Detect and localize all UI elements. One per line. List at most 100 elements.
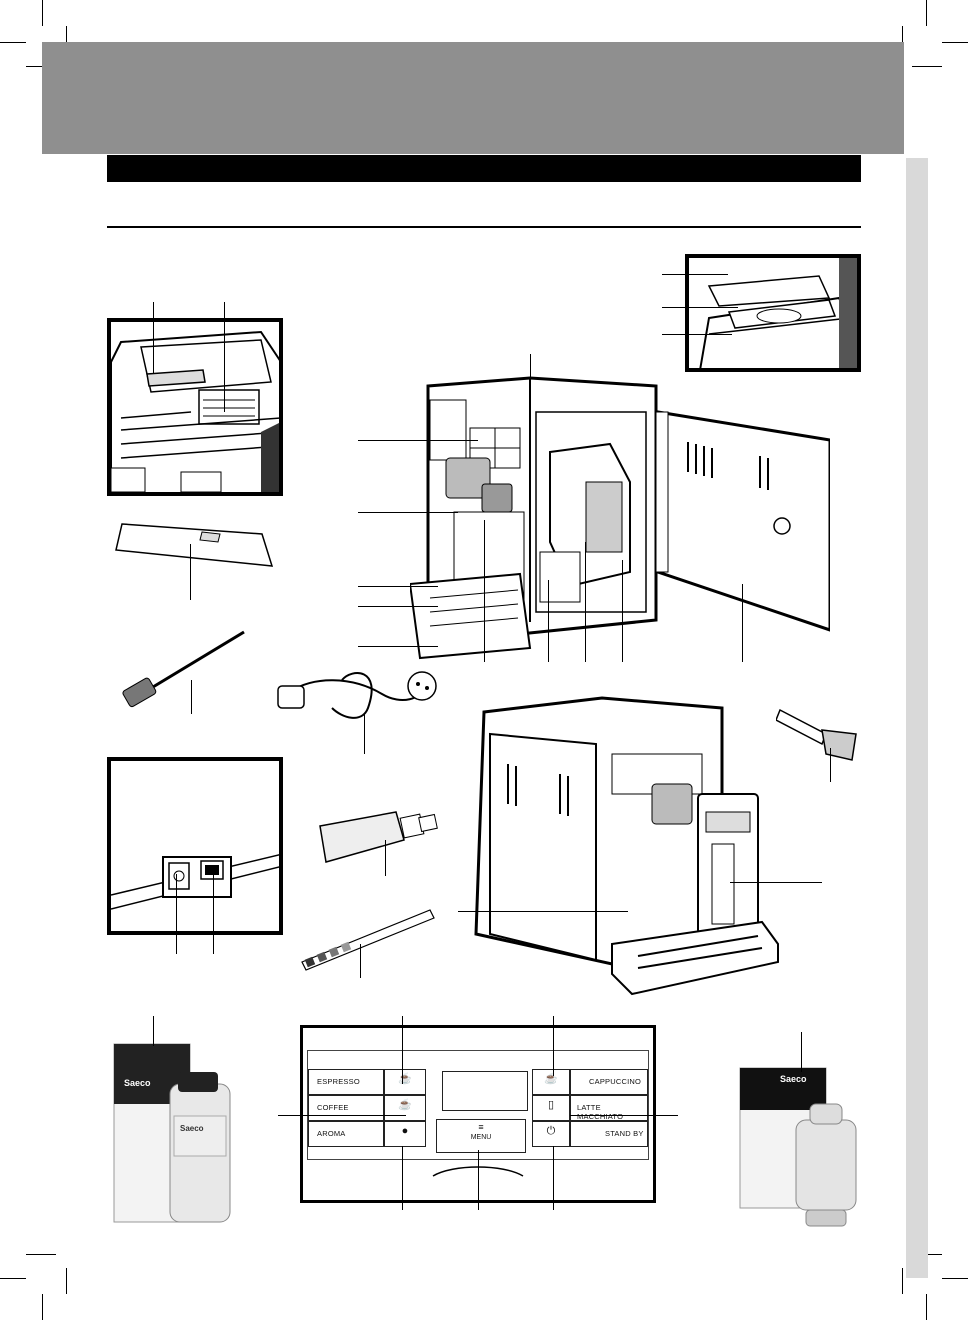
callout-line — [742, 584, 743, 662]
hopper-detail-frame — [107, 318, 283, 496]
button-divider — [383, 1121, 385, 1147]
cappuccino-cup-icon: ☕ — [544, 1073, 558, 1085]
button-divider — [383, 1069, 385, 1095]
button-divider — [569, 1121, 571, 1147]
callout-line — [191, 680, 192, 714]
aroma-label: AROMA — [317, 1129, 346, 1138]
callout-line — [585, 542, 586, 662]
callout-line — [213, 866, 214, 954]
section-rule — [107, 226, 861, 228]
cappuccino-label: CAPPUCCINO — [589, 1077, 642, 1086]
callout-line — [458, 911, 628, 912]
callout-line — [358, 512, 458, 513]
descaler-bottle-brand-label: Saeco — [180, 1124, 204, 1133]
callout-line — [385, 840, 386, 876]
coffee-button[interactable]: COFFEE ☕ — [308, 1095, 426, 1121]
callout-line — [278, 1115, 406, 1116]
descaler-brand-label: Saeco — [124, 1078, 151, 1088]
callout-line — [548, 580, 549, 662]
grease-tube-illustration — [319, 811, 438, 863]
cappuccino-button[interactable]: ☕ CAPPUCCINO — [532, 1069, 648, 1095]
stand-by-button[interactable]: ⏻ STAND BY — [532, 1121, 648, 1147]
coffee-label: COFFEE — [317, 1103, 349, 1112]
water-filter-product-illustration — [739, 1067, 857, 1227]
callout-line — [358, 646, 438, 647]
coffee-cup-icon: ☕ — [398, 1099, 412, 1111]
machine-closed-illustration — [474, 696, 779, 996]
coffee-bean-icon: ● — [401, 1125, 409, 1137]
espresso-button[interactable]: ESPRESSO ☕ — [308, 1069, 426, 1095]
aroma-button[interactable]: AROMA ● — [308, 1121, 426, 1147]
crop-mark — [902, 1268, 903, 1294]
control-panel-face: ESPRESSO ☕ COFFEE ☕ AROMA ● ≡ MENU ☕ CAP… — [307, 1050, 649, 1160]
crop-mark — [26, 66, 56, 67]
power-switch-illustration — [111, 854, 279, 910]
crop-mark — [66, 1268, 67, 1294]
drip-tray-cover-illustration — [115, 523, 274, 567]
callout-line — [622, 560, 623, 662]
callout-line — [358, 586, 438, 587]
measuring-scoop-illustration — [776, 708, 857, 761]
water-hardness-strip-illustration — [301, 909, 435, 971]
latte-macchiato-button[interactable]: ▯ LATTE MACCHIATO — [532, 1095, 648, 1121]
espresso-label: ESPRESSO — [317, 1077, 360, 1086]
title-bar — [107, 155, 861, 182]
callout-line — [402, 1016, 403, 1084]
callout-line — [176, 874, 177, 954]
crop-mark — [942, 1278, 968, 1279]
crop-mark — [42, 1294, 43, 1320]
callout-line — [402, 1146, 403, 1210]
display-screen — [442, 1071, 528, 1111]
menu-lines-icon: ≡ — [478, 1122, 484, 1132]
callout-line — [801, 1032, 802, 1072]
callout-line — [830, 748, 831, 782]
callout-line — [153, 1016, 154, 1046]
crop-mark — [26, 1254, 56, 1255]
latte-macchiato-label: LATTE MACCHIATO — [577, 1103, 624, 1121]
power-icon: ⏻ — [546, 1125, 556, 1137]
latte-glass-icon: ▯ — [547, 1099, 555, 1111]
crop-mark — [926, 0, 927, 26]
callout-line — [570, 1115, 678, 1116]
callout-line — [530, 354, 531, 410]
callout-line — [730, 882, 822, 883]
side-tab — [906, 158, 928, 1278]
cleaning-brush-illustration — [122, 630, 245, 708]
header-band — [42, 42, 904, 154]
button-divider — [383, 1095, 385, 1121]
callout-line — [153, 302, 154, 374]
callout-line — [224, 302, 225, 412]
callout-line — [553, 1146, 554, 1210]
stand-by-label: STAND BY — [605, 1129, 644, 1138]
menu-label: MENU — [470, 1134, 492, 1141]
crop-mark — [926, 1294, 927, 1320]
callout-line — [662, 307, 738, 308]
callout-line — [484, 520, 485, 662]
tank-lid-detail-frame — [685, 254, 861, 372]
power-cord-illustration — [277, 671, 437, 719]
callout-line — [360, 944, 361, 978]
power-switch-detail-frame — [107, 757, 283, 935]
callout-line — [190, 544, 191, 600]
crop-mark — [0, 1278, 26, 1279]
callout-line — [364, 714, 365, 754]
button-divider — [569, 1069, 571, 1095]
machine-door-open-illustration — [410, 376, 830, 660]
callout-line — [662, 274, 728, 275]
callout-line — [478, 1150, 479, 1210]
crop-mark — [942, 42, 968, 43]
menu-button[interactable]: ≡ MENU — [436, 1119, 526, 1153]
callout-line — [358, 606, 438, 607]
tank-lid-illustration — [699, 258, 857, 368]
crop-mark — [912, 66, 942, 67]
callout-line — [358, 440, 478, 441]
crop-mark — [66, 26, 67, 56]
filter-brand-label: Saeco — [780, 1074, 807, 1084]
callout-line — [553, 1016, 554, 1076]
espresso-cup-icon: ☕ — [398, 1073, 412, 1085]
hopper-detail-illustration — [111, 330, 279, 492]
descaler-product-illustration — [113, 1043, 231, 1223]
button-divider — [569, 1095, 571, 1121]
crop-mark — [902, 26, 903, 56]
crop-mark — [42, 0, 43, 26]
